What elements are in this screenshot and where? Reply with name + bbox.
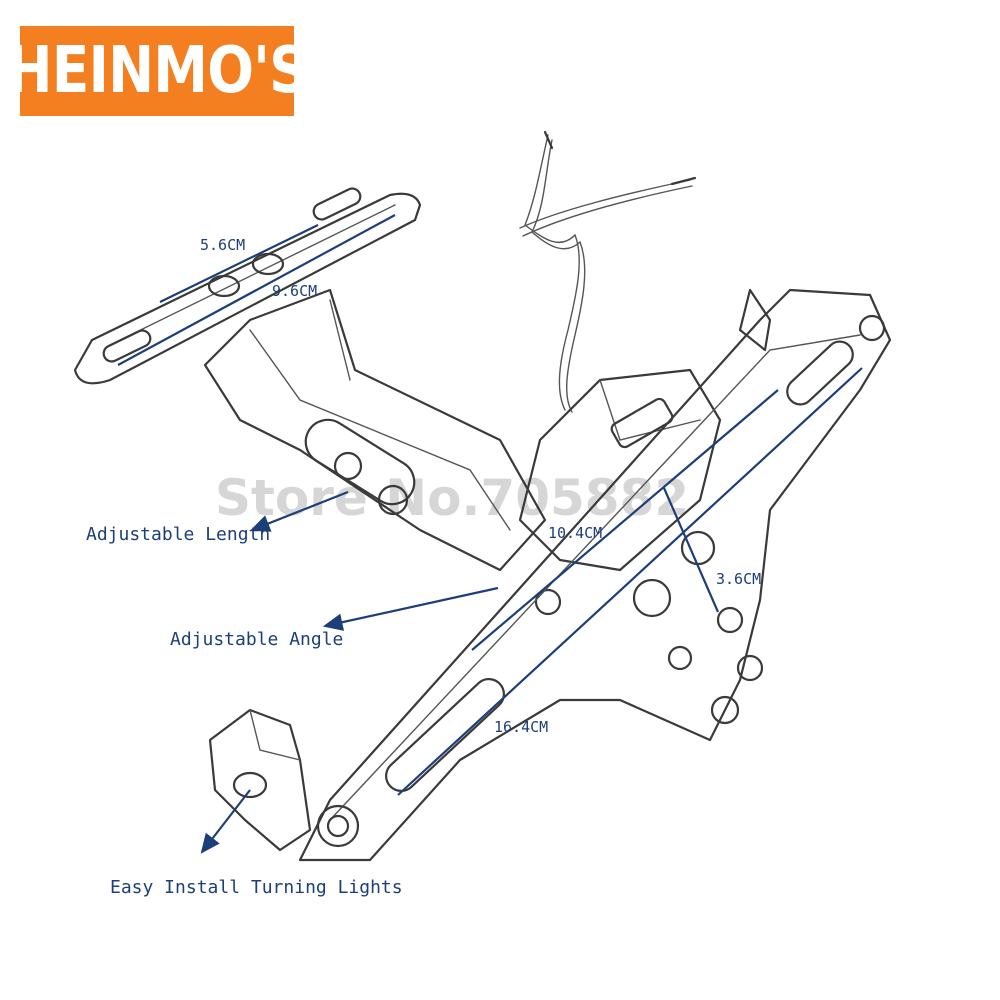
dimension-line-long [397, 367, 863, 796]
dimension-label-mid: 10.4CM [548, 524, 602, 542]
dimension-line-top-inner [159, 224, 319, 303]
callout-arrow-angle [322, 586, 499, 631]
brand-logo: HEINMO'S [6, 26, 309, 116]
brand-logo-text: HEINMO'S [6, 34, 308, 108]
light-mount-block [208, 708, 312, 852]
callout-text-lights: Easy Install Turning Lights [110, 877, 403, 898]
dimension-label-top-outer: 9.6CM [272, 282, 317, 300]
dimension-line-mid [471, 389, 779, 651]
dimension-line-top-outer [117, 214, 396, 366]
callout-text-angle: Adjustable Angle [170, 629, 343, 650]
callout-arrow-lights [200, 789, 251, 854]
dimension-line-short [662, 487, 720, 613]
dimension-label-top-inner: 5.6CM [200, 236, 245, 254]
swivel-block [518, 368, 722, 616]
main-bracket [298, 288, 892, 862]
top-plate [73, 187, 422, 385]
dimension-label-long: 16.4CM [494, 718, 548, 736]
watermark-text: Store No.705882 [215, 469, 689, 527]
wire-leads [519, 130, 697, 413]
dimension-label-short: 3.6CM [716, 570, 761, 588]
callout-text-length: Adjustable Length [86, 524, 270, 545]
callout-arrow-length [249, 490, 349, 532]
adjustable-arm [203, 288, 547, 572]
